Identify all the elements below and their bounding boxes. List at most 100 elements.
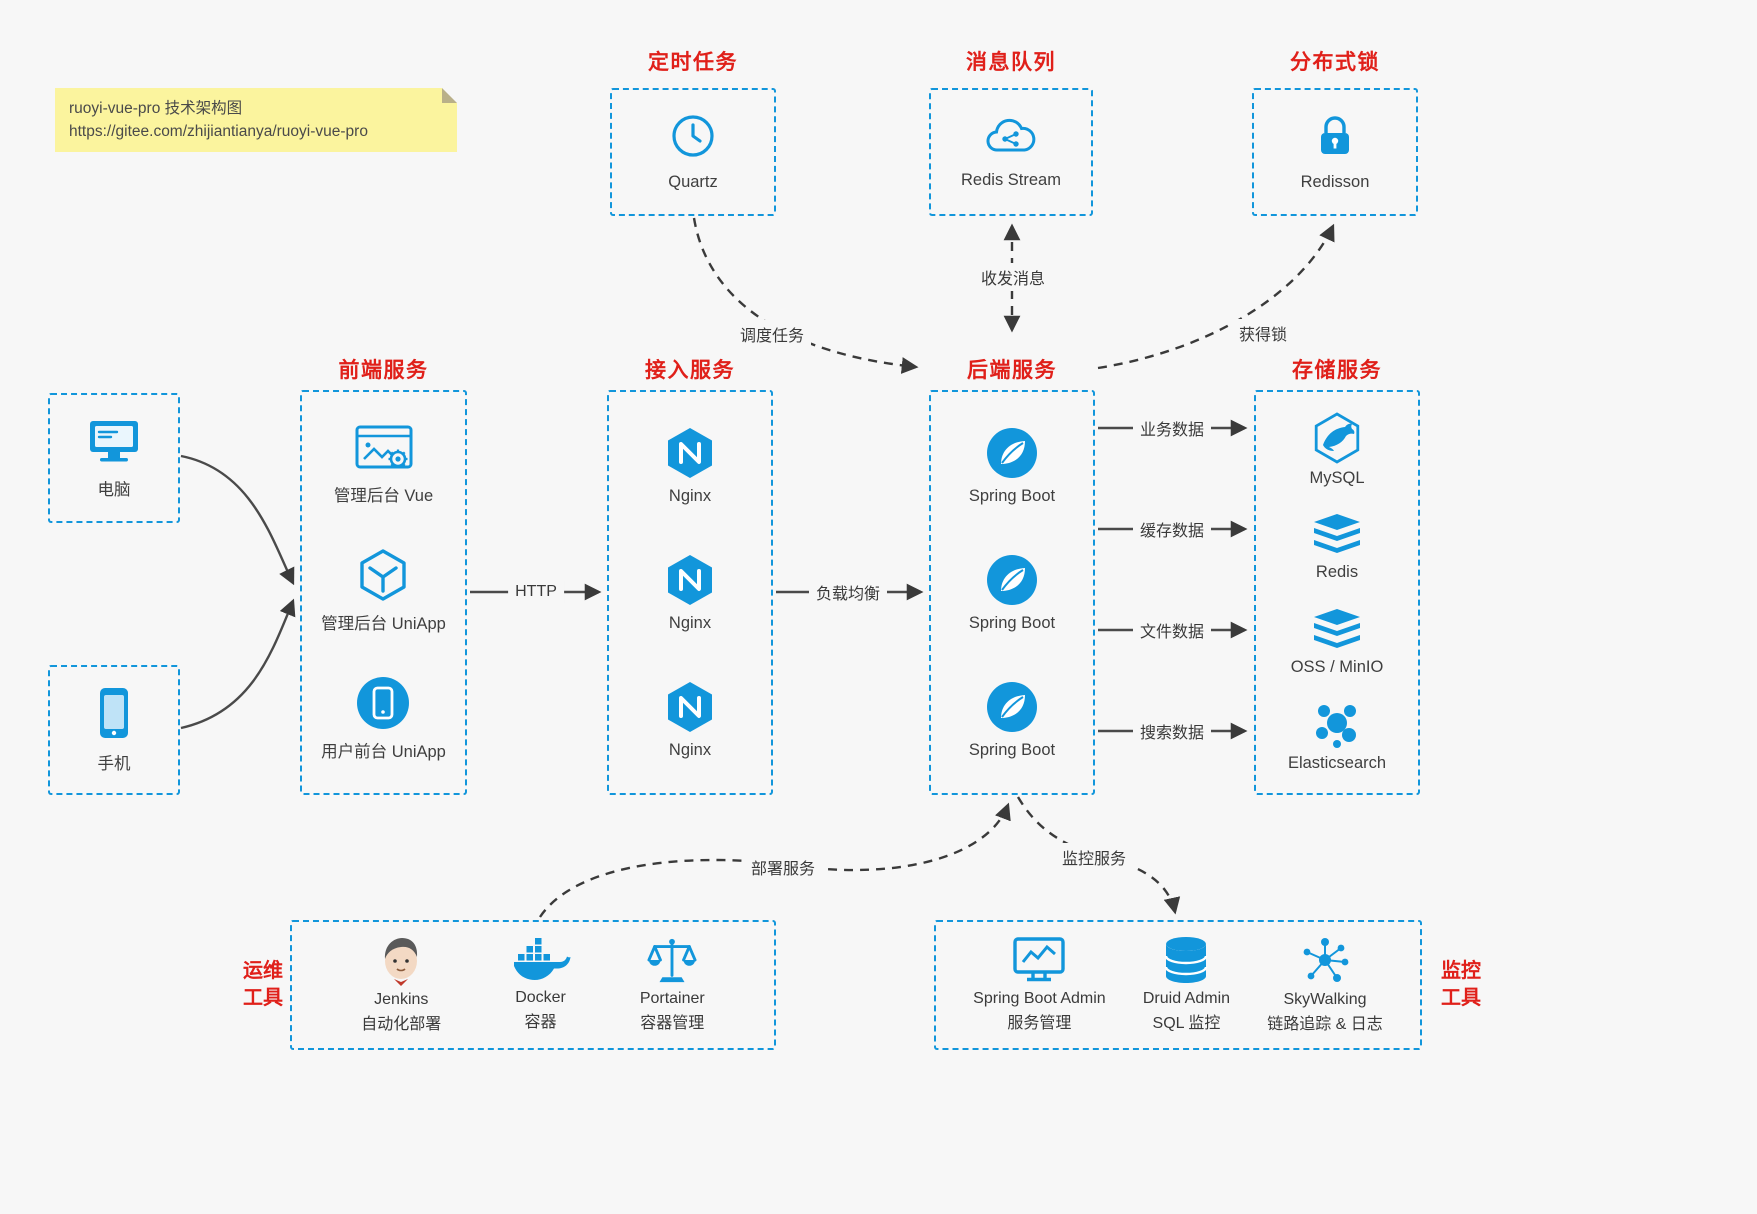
devops-item-desc: 容器 <box>524 1014 557 1031</box>
storage-item: Redis <box>1310 512 1364 582</box>
devops-side-title: 运维 工具 <box>236 958 290 1012</box>
monitoring-item-name: SkyWalking <box>1283 991 1367 1008</box>
edge-label-file-data: 文件数据 <box>1132 616 1212 644</box>
nginx-icon <box>663 680 717 734</box>
devops-item-desc: 自动化部署 <box>361 1016 442 1033</box>
scheduler-item-label: Quartz <box>668 173 718 191</box>
devops-item: Portainer 容器管理 <box>640 935 705 1035</box>
backend-title: 后端服务 <box>967 359 1057 382</box>
redis-stream-cloud-icon <box>984 114 1038 158</box>
storage-item-label: MySQL <box>1309 469 1365 488</box>
smartphone-icon <box>97 686 131 740</box>
frontend-box: 管理后台 Vue 管理后台 UniApp 用户前台 UniApp <box>300 390 467 795</box>
client-phone-box: 手机 <box>48 665 180 795</box>
client-pc-label: 电脑 <box>97 481 131 499</box>
storage-item-label: OSS / MinIO <box>1290 657 1384 676</box>
note-title: ruoyi-vue-pro 技术架构图 <box>69 100 243 117</box>
monitoring-box: Spring Boot Admin 服务管理 Druid Admin SQL 监… <box>934 920 1422 1050</box>
mq-title: 消息队列 <box>966 51 1056 74</box>
gateway-item: Nginx <box>663 553 717 633</box>
mysql-dolphin-icon <box>1311 412 1363 464</box>
admin-vue-icon <box>354 423 414 475</box>
dlock-box: Redisson <box>1252 88 1418 216</box>
frontend-item: 管理后台 UniApp <box>321 547 446 634</box>
nginx-icon <box>663 553 717 607</box>
storage-item-label: Elasticsearch <box>1287 753 1387 772</box>
lock-icon <box>1313 112 1357 160</box>
gateway-title: 接入服务 <box>645 359 735 382</box>
storage-title: 存储服务 <box>1292 359 1382 382</box>
devops-item: Docker 容器 <box>511 936 571 1034</box>
backend-item: Spring Boot <box>969 680 1055 760</box>
backend-box: Spring Boot Spring Boot Spring Boot <box>929 390 1095 795</box>
spring-boot-icon <box>985 553 1039 607</box>
spring-boot-icon <box>985 426 1039 480</box>
storage-item: OSS / MinIO <box>1290 607 1384 677</box>
scheduler-box: Quartz <box>610 88 776 216</box>
oss-stack-icon <box>1310 607 1364 653</box>
gateway-item: Nginx <box>663 680 717 760</box>
backend-item-label: Spring Boot <box>968 486 1056 505</box>
edge-phone-frontend <box>180 598 296 730</box>
devops-item-desc: 容器管理 <box>640 1015 705 1032</box>
redis-stack-icon <box>1310 512 1364 558</box>
backend-item: Spring Boot <box>969 553 1055 633</box>
monitoring-item-desc: 链路追踪 & 日志 <box>1267 1016 1383 1033</box>
portainer-scales-icon <box>645 935 699 985</box>
monitoring-side-line1: 监控 <box>1441 960 1481 982</box>
edge-label-monitor: 监控服务 <box>1054 843 1134 871</box>
backend-item: Spring Boot <box>969 426 1055 506</box>
scheduler-title: 定时任务 <box>648 51 738 74</box>
edge-label-search-data: 搜索数据 <box>1132 717 1212 745</box>
storage-item-label: Redis <box>1315 563 1359 582</box>
dlock-item-label: Redisson <box>1300 173 1370 191</box>
spring-boot-icon <box>985 680 1039 734</box>
druid-database-icon <box>1161 935 1211 985</box>
devops-item-name: Docker <box>515 989 566 1006</box>
storage-item: MySQL <box>1309 412 1365 488</box>
client-pc-box: 电脑 <box>48 393 180 523</box>
monitoring-side-title: 监控 工具 <box>1434 958 1488 1012</box>
devops-item-name: Jenkins <box>374 991 429 1008</box>
gateway-item-label: Nginx <box>668 740 712 759</box>
mq-box: Redis Stream <box>929 88 1093 216</box>
clock-icon <box>669 112 717 160</box>
devops-item: Jenkins 自动化部署 <box>361 934 441 1036</box>
edge-label-lock: 获得锁 <box>1231 319 1295 347</box>
docker-whale-icon <box>511 936 571 984</box>
backend-item-label: Spring Boot <box>968 613 1056 632</box>
edge-label-cache-data: 缓存数据 <box>1132 515 1212 543</box>
note-url: https://gitee.com/zhijiantianya/ruoyi-vu… <box>69 123 368 140</box>
frontend-title: 前端服务 <box>338 359 429 382</box>
edge-label-deploy: 部署服务 <box>743 853 823 881</box>
monitoring-side-line2: 工具 <box>1441 987 1481 1009</box>
gateway-item-label: Nginx <box>668 486 712 505</box>
gateway-item-label: Nginx <box>668 613 712 632</box>
monitoring-item-desc: SQL 监控 <box>1152 1015 1221 1032</box>
jenkins-icon <box>378 934 424 986</box>
frontend-item: 用户前台 UniApp <box>321 675 446 762</box>
devops-item-name: Portainer <box>639 990 705 1007</box>
monitoring-item: Druid Admin SQL 监控 <box>1143 935 1230 1035</box>
backend-item-label: Spring Boot <box>968 740 1056 759</box>
uniapp-cube-icon <box>355 547 411 603</box>
title-note: ruoyi-vue-pro 技术架构图 https://gitee.com/zh… <box>55 88 457 152</box>
elasticsearch-icon <box>1311 701 1363 749</box>
monitoring-item-name: Druid Admin <box>1142 990 1231 1007</box>
mq-item-label: Redis Stream <box>961 171 1061 189</box>
devops-side-line2: 工具 <box>243 987 283 1009</box>
monitoring-item-name: Spring Boot Admin <box>973 990 1106 1007</box>
nginx-icon <box>663 426 717 480</box>
storage-box: MySQL Redis <box>1254 390 1420 795</box>
uniapp-user-icon <box>355 675 411 731</box>
devops-side-line1: 运维 <box>243 960 283 982</box>
monitoring-item-desc: 服务管理 <box>1007 1015 1072 1032</box>
client-phone-label: 手机 <box>97 755 131 773</box>
frontend-item-label: 用户前台 UniApp <box>321 743 446 762</box>
edge-lock <box>1097 223 1335 370</box>
dlock-title: 分布式锁 <box>1290 51 1380 74</box>
frontend-item-label: 管理后台 Vue <box>333 486 434 505</box>
skywalking-topology-icon <box>1299 934 1351 986</box>
edge-label-load-balance: 负载均衡 <box>808 578 888 606</box>
